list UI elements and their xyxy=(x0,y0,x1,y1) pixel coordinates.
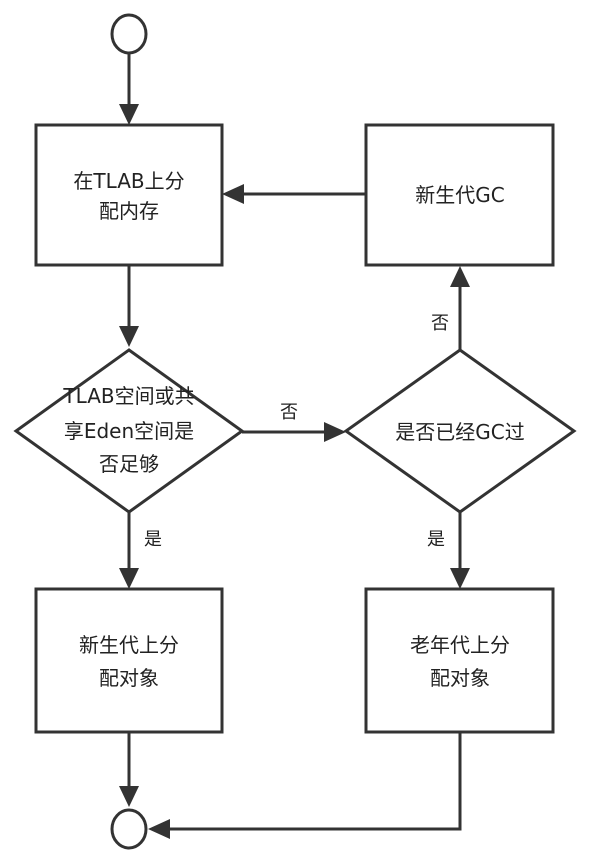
arrowhead xyxy=(119,104,139,125)
space-check-label-line1: TLAB空间或共 xyxy=(62,384,194,408)
edge-label-gc-yes: 是 xyxy=(427,529,445,550)
arrowhead xyxy=(148,819,170,839)
arrowhead xyxy=(222,184,244,204)
minor-gc-label: 新生代GC xyxy=(415,183,504,207)
tlab-alloc-label-line2: 配内存 xyxy=(99,199,159,223)
end-node xyxy=(110,808,148,850)
minor-gc-box xyxy=(364,123,555,267)
edges xyxy=(119,53,470,839)
arrowhead xyxy=(119,326,139,347)
tlab-alloc-box xyxy=(34,123,224,267)
edge-old-to-end xyxy=(166,732,462,831)
gc-check-diamond xyxy=(343,348,577,514)
arrowhead xyxy=(119,786,139,807)
young-alloc-label-line2: 配对象 xyxy=(99,666,159,690)
edge-label-gc-no: 否 xyxy=(431,313,449,334)
edge-label-space-yes: 是 xyxy=(144,529,162,550)
old-alloc-label-line2: 配对象 xyxy=(430,666,490,690)
space-check-diamond xyxy=(13,348,245,514)
young-alloc-box xyxy=(34,587,224,734)
space-check-label-line2: 享Eden空间是 xyxy=(64,419,194,443)
start-node xyxy=(110,13,148,55)
old-alloc-box xyxy=(364,587,555,734)
gc-check-label: 是否已经GC过 xyxy=(395,420,524,444)
arrowhead xyxy=(324,422,346,442)
arrowhead xyxy=(450,266,470,287)
space-check-label-line3: 否足够 xyxy=(99,452,159,476)
young-alloc-label-line1: 新生代上分 xyxy=(79,633,179,657)
edge-label-space-no: 否 xyxy=(280,402,298,423)
tlab-alloc-label-line1: 在TLAB上分 xyxy=(73,169,184,193)
arrowhead xyxy=(119,568,139,589)
old-alloc-label-line1: 老年代上分 xyxy=(410,633,510,657)
arrowhead xyxy=(450,568,470,589)
